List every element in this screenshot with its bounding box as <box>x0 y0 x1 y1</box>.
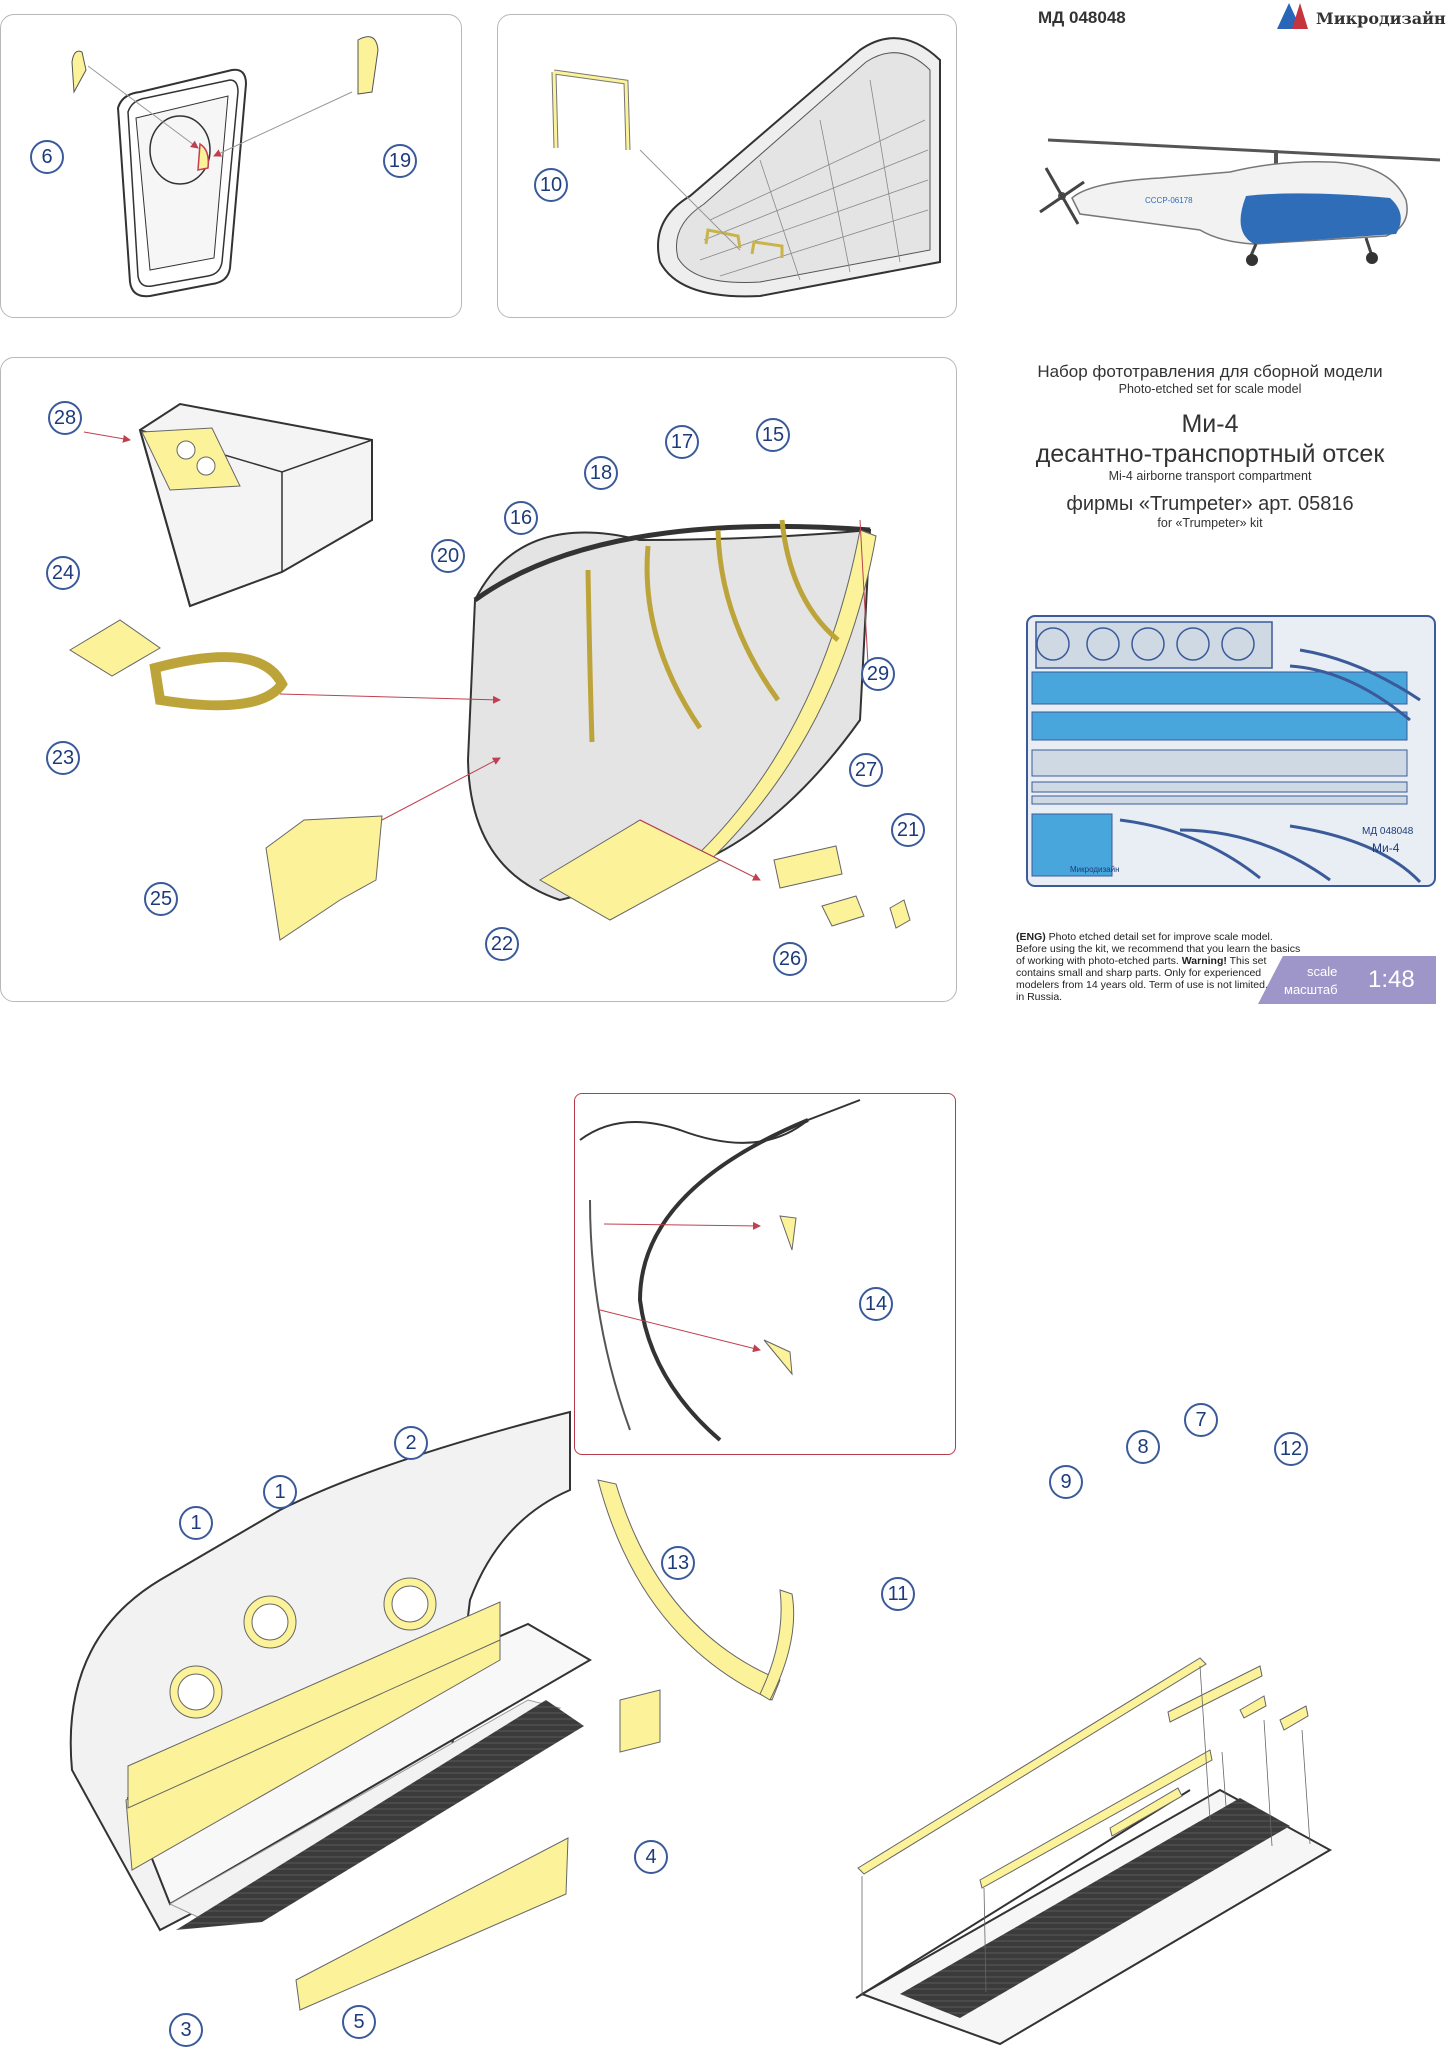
callout-part-21: 21 <box>891 813 925 847</box>
callout-part-11: 11 <box>881 1577 915 1611</box>
callout-part-4: 4 <box>634 1840 668 1874</box>
callout-part-1b: 1 <box>179 1506 213 1540</box>
title-en-line1: Photo-etched set for scale model <box>1118 382 1302 397</box>
panel-detail-inset <box>574 1093 956 1455</box>
fret-sheet <box>1026 615 1436 887</box>
rear-bulkhead-drawing <box>69 402 911 941</box>
callout-part-27: 27 <box>849 753 883 787</box>
callout-part-8: 8 <box>1126 1430 1160 1464</box>
callout-part-28: 28 <box>48 401 82 435</box>
callout-part-29: 29 <box>861 657 895 691</box>
title-ru-line1: Набор фототравления для сборной модели <box>1037 362 1383 381</box>
part-19-shape <box>357 36 379 95</box>
warning-lead: (ENG) <box>1016 931 1046 943</box>
callout-part-3: 3 <box>169 2013 203 2047</box>
warning-label: Warning! <box>1181 955 1227 967</box>
callout-part-23: 23 <box>46 741 80 775</box>
callout-part-2: 2 <box>394 1426 428 1460</box>
title-compartment-en: Mi-4 airborne transport compartment <box>1108 469 1312 484</box>
scale-value: 1:48 <box>1368 966 1415 993</box>
warning-text1: Photo etched detail set for improve scal… <box>1016 931 1301 967</box>
callout-part-22: 22 <box>485 927 519 961</box>
callout-part-9: 9 <box>1049 1465 1083 1499</box>
scale-label-en: scale <box>1307 964 1338 979</box>
callout-part-7: 7 <box>1184 1403 1218 1437</box>
cabin-interior-drawing <box>69 1410 795 2011</box>
callout-part-17: 17 <box>665 425 699 459</box>
helicopter-illustration: СССР-06178 <box>1039 138 1441 266</box>
warning-text: (ENG) Photo etched detail set for improv… <box>1016 931 1306 1003</box>
callout-part-19: 19 <box>383 144 417 178</box>
callout-part-10: 10 <box>534 168 568 202</box>
title-model: Ми-4 <box>1181 410 1239 439</box>
callout-part-20: 20 <box>431 539 465 573</box>
part-6-shape <box>71 50 87 94</box>
brand-name: Микродизайн <box>1316 9 1446 28</box>
helicopter-registration: СССР-06178 <box>1145 196 1193 205</box>
title-company-ru: фирмы «Trumpeter» арт. 05816 <box>1066 493 1354 516</box>
callout-part-15: 15 <box>756 418 790 452</box>
callout-part-14: 14 <box>859 1287 893 1321</box>
fret-model: Ми-4 <box>1372 841 1400 855</box>
product-code: МД 048048 <box>1038 8 1126 27</box>
title-compartment-ru: десантно-транспортный отсек <box>1035 440 1385 469</box>
scale-label-ru: масштаб <box>1284 982 1338 997</box>
fret-brand: Микродизайн <box>1070 865 1120 874</box>
warning-text2: This set contains small and sharp parts.… <box>1016 955 1298 1003</box>
callout-part-1a: 1 <box>263 1475 297 1509</box>
callout-part-12: 12 <box>1274 1432 1308 1466</box>
brand-logo-accent <box>1292 3 1308 29</box>
fret-code: МД 048048 <box>1362 826 1414 837</box>
callout-part-25: 25 <box>144 882 178 916</box>
callout-part-18: 18 <box>584 456 618 490</box>
callout-part-16: 16 <box>504 501 538 535</box>
floor-assembly-drawing <box>855 1657 1333 2046</box>
callout-part-13: 13 <box>661 1546 695 1580</box>
ceiling-section-drawing <box>551 37 941 298</box>
inset-bulkhead-drawing <box>579 1099 861 1442</box>
title-block: Набор фототравления для сборной модели P… <box>990 362 1430 531</box>
callout-part-26: 26 <box>773 942 807 976</box>
seat-back-drawing <box>116 68 248 298</box>
callout-part-5: 5 <box>342 2005 376 2039</box>
callout-part-24: 24 <box>46 556 80 590</box>
title-company-en: for «Trumpeter» kit <box>1157 516 1263 531</box>
scale-badge <box>1258 956 1436 1004</box>
callout-part-6: 6 <box>30 140 64 174</box>
